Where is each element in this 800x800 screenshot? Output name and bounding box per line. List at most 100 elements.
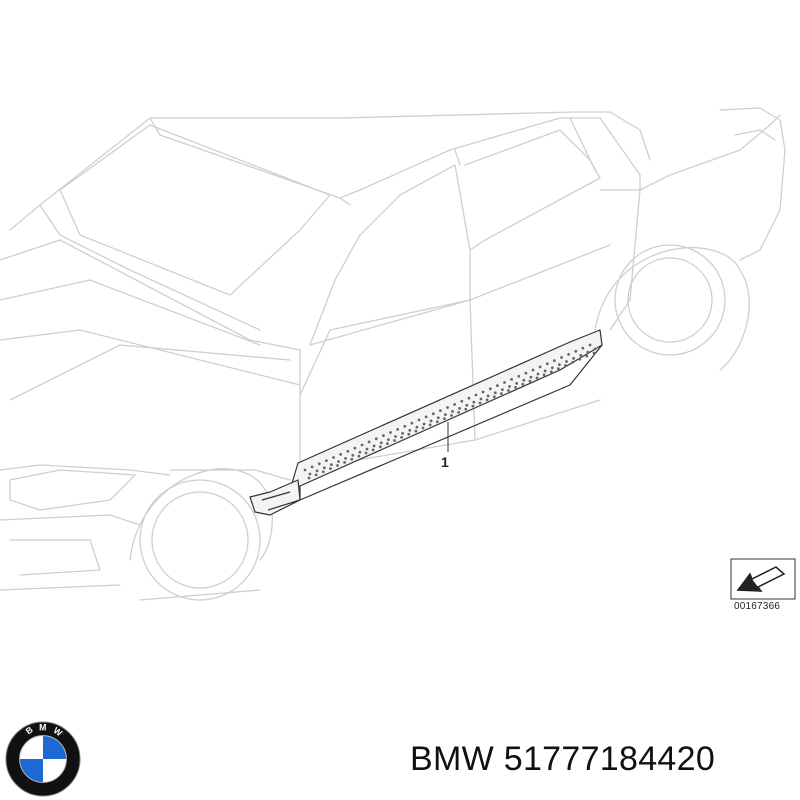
tread-dot (443, 417, 446, 420)
tread-dot (588, 343, 592, 347)
tread-dot (436, 416, 440, 420)
tread-dot (339, 453, 342, 456)
tread-dot (538, 365, 542, 369)
tread-dot (401, 432, 404, 435)
tread-dot (424, 415, 428, 419)
tread-dot (485, 398, 489, 402)
tread-dot (386, 442, 389, 445)
tread-dot (472, 400, 476, 404)
tread-dot (317, 462, 321, 466)
tread-dot (322, 466, 326, 470)
tread-dot (542, 373, 546, 377)
diagram-reference-code: 00167366 (734, 601, 781, 612)
tread-dot (460, 399, 464, 403)
tread-dot (415, 425, 419, 429)
tread-dot (372, 444, 376, 448)
tread-dot (521, 382, 525, 386)
tread-dot (557, 367, 560, 370)
tread-dot (407, 432, 411, 436)
tread-dot (310, 465, 314, 469)
part-callout-number: 1 (441, 454, 449, 470)
tread-dot (325, 459, 328, 462)
tread-dot (486, 394, 490, 398)
tread-dot (515, 382, 518, 385)
tread-dot (531, 368, 535, 372)
tread-dot (446, 406, 449, 409)
tread-dot (364, 451, 368, 455)
tread-dot (400, 436, 403, 439)
tread-dot (545, 362, 549, 366)
tread-dot (308, 472, 312, 476)
tread-dot (421, 426, 425, 430)
tread-dot (535, 376, 539, 380)
tread-dot (451, 410, 454, 413)
tread-dot (481, 390, 485, 394)
tread-dot (330, 463, 333, 466)
tread-dot (572, 357, 575, 360)
tread-dot (387, 438, 390, 441)
tread-dot (510, 378, 513, 381)
tread-dot (332, 456, 335, 459)
tread-dot (507, 389, 510, 392)
tread-dot (303, 468, 307, 472)
tread-dot (458, 407, 461, 410)
tread-dot (567, 353, 570, 356)
direction-arrow-icon (730, 558, 796, 600)
tread-dot (403, 424, 407, 428)
tread-dot (574, 349, 578, 353)
tread-dot (382, 434, 385, 437)
tread-dot (307, 476, 311, 480)
tread-dot (564, 364, 567, 367)
car-outline (0, 107, 786, 601)
tread-dot (396, 428, 399, 431)
tread-dot (314, 473, 318, 477)
tread-dot (543, 369, 547, 373)
tread-dot (422, 422, 426, 426)
tread-dot (393, 439, 396, 442)
tread-dot (503, 381, 506, 384)
svg-text:B: B (24, 724, 35, 736)
tread-dot (360, 443, 364, 447)
tread-dot (585, 354, 589, 358)
tread-dot (508, 385, 511, 388)
tread-dot (336, 464, 339, 467)
tread-dot (464, 407, 468, 411)
caption-part-number: 51777184420 (503, 740, 716, 778)
tread-dot (565, 360, 568, 363)
tread-dot (550, 366, 554, 370)
tread-dot (517, 374, 521, 378)
tread-dot (379, 441, 383, 445)
tread-dot (351, 453, 355, 457)
tread-dot (367, 440, 371, 444)
tread-dot (492, 395, 496, 399)
tread-dot (500, 392, 503, 395)
part-caption: BMW 51777184420 (410, 740, 715, 779)
tread-dot (579, 353, 583, 357)
tread-dot (428, 423, 432, 427)
tread-dot (488, 387, 492, 391)
tread-dot (353, 446, 357, 450)
tread-dot (371, 448, 375, 452)
tread-dot (479, 397, 483, 401)
tread-dot (496, 384, 499, 387)
tread-dot (417, 418, 421, 422)
tread-dot (357, 454, 361, 458)
tread-dot (346, 449, 350, 453)
tread-dot (453, 403, 456, 406)
tread-dot (514, 386, 517, 389)
tread-dot (560, 356, 563, 359)
tread-dot (524, 371, 528, 375)
tread-dot (394, 435, 397, 438)
svg-text:M: M (39, 723, 46, 733)
tread-dot (558, 363, 561, 366)
tread-dot (389, 431, 392, 434)
tread-dot (358, 450, 362, 454)
tread-dot (592, 351, 596, 355)
tread-dot (549, 370, 553, 374)
tread-dot (439, 409, 442, 412)
tread-dot (444, 413, 447, 416)
tread-dot (374, 437, 378, 441)
tread-dot (581, 346, 585, 350)
running-board (249, 329, 603, 516)
